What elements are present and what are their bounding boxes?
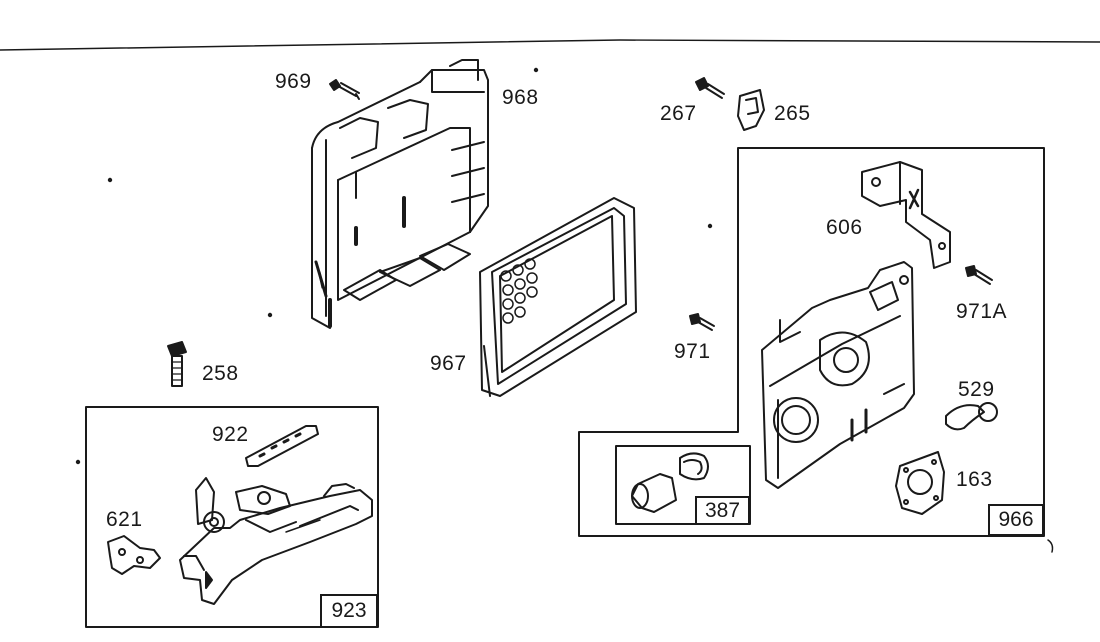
screw-969 [329, 79, 360, 100]
label-529: 529 [958, 378, 995, 401]
label-621: 621 [106, 508, 143, 531]
label-265: 265 [774, 102, 811, 125]
stray-dot [75, 459, 81, 465]
kit-label-966: 966 [988, 504, 1044, 536]
screw-971 [689, 313, 715, 331]
kit-label-387: 387 [695, 496, 750, 525]
label-606: 606 [826, 216, 863, 239]
label-922: 922 [212, 423, 249, 446]
linkage-923 [179, 477, 373, 605]
label-967: 967 [430, 352, 467, 375]
part-922 [245, 425, 319, 467]
label-258: 258 [202, 362, 239, 385]
screw-971a [965, 265, 993, 285]
clip-265 [737, 89, 765, 131]
stray-dot [707, 223, 713, 229]
carburetor-body-966 [761, 261, 915, 489]
box-hook [1047, 539, 1054, 553]
stray-dot [267, 312, 273, 318]
stray-dot [107, 177, 113, 183]
label-971: 971 [674, 340, 711, 363]
kit-box-966 [578, 147, 1045, 537]
bolt-258 [167, 341, 187, 387]
part-621 [107, 535, 161, 575]
kit-box-923 [85, 406, 379, 628]
label-968: 968 [502, 86, 539, 109]
kit-box-387 [615, 445, 751, 525]
bracket-606 [861, 161, 951, 269]
part-387 [631, 452, 709, 513]
top-rule [0, 39, 1100, 51]
label-969: 969 [275, 70, 312, 93]
label-971a: 971A [956, 300, 1008, 323]
part-529 [945, 402, 998, 431]
label-267: 267 [660, 102, 697, 125]
kit-label-923: 923 [320, 594, 378, 628]
gasket-163 [895, 451, 945, 515]
housing-968 [311, 59, 489, 329]
label-163: 163 [956, 468, 993, 491]
stray-dot [533, 67, 539, 73]
screw-267 [695, 77, 725, 99]
filter-967 [479, 197, 637, 397]
